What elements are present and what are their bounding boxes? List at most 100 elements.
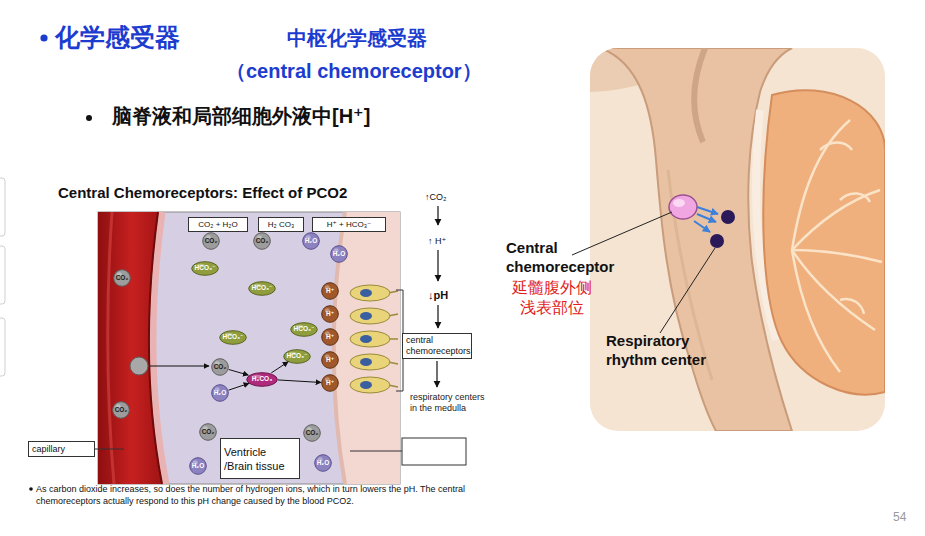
molecule-outline: [322, 329, 339, 346]
equation-box: CO₂ + H₂O: [188, 217, 248, 232]
folium: [792, 250, 840, 372]
flow-arrow: [436, 361, 437, 387]
molecule-outline: [249, 281, 276, 295]
equation-box: H₂ CO₃: [258, 217, 304, 232]
midbrain-fold: [694, 48, 705, 142]
box-label: CO₂ + H₂O: [198, 219, 237, 230]
molecule-outline: [114, 270, 131, 287]
co2-molecule: CO₂: [202, 232, 220, 250]
bicarbonate-ion: HCO₃⁻: [283, 349, 311, 364]
leader-line: [95, 449, 124, 450]
molecule-outline: [192, 261, 219, 275]
water-molecule: H₂O: [211, 384, 229, 402]
molecule-outline: [304, 425, 321, 442]
receptor-cell: [350, 308, 390, 324]
callout-label: Respiratory rhythm center: [606, 331, 731, 369]
molecule-outline: [322, 283, 339, 300]
bullet: [40, 34, 47, 41]
box-label: Ventricle /Brain tissue: [224, 445, 296, 473]
leader-line: [660, 248, 715, 333]
box-label: H⁺ + HCO₃⁻: [327, 219, 371, 230]
capillary-label-box: capillary: [28, 441, 95, 457]
brainstem-illustration: [590, 48, 885, 431]
location-note: 延髓腹外侧 浅表部位: [508, 278, 596, 318]
hydrogen-ion: H⁺: [321, 305, 339, 323]
molecule-label: CO₂: [116, 273, 129, 283]
respiratory-center-dot: [710, 234, 724, 248]
subtitle: （central chemoreceptor）: [226, 58, 482, 85]
flow-arrow: [437, 305, 438, 328]
molecule-label: H⁺: [326, 332, 334, 342]
flow-arrow: [437, 250, 438, 281]
molecule-outline: [203, 233, 220, 250]
molecule-outline: [113, 402, 130, 419]
molecule-label: CO₂: [205, 236, 218, 246]
bicarbonate-ion: HCO₃⁻: [248, 281, 276, 296]
water-molecule: H₂O: [189, 457, 207, 475]
page-number: 54: [893, 510, 906, 524]
capillary-vessel: [98, 212, 166, 484]
molecule-label: H⁺: [326, 286, 334, 296]
water-molecule: H₂O: [330, 245, 348, 263]
hydrogen-ion: H⁺: [321, 282, 339, 300]
molecule-label: HCO₃⁻: [223, 332, 244, 342]
box-label: capillary: [32, 443, 65, 455]
central-chemoreceptor-oval: [669, 195, 697, 219]
molecule-outline: [212, 359, 229, 376]
folium: [792, 120, 850, 250]
molecule-label: HCO₃⁻: [252, 283, 273, 293]
molecule-outline: [247, 372, 278, 386]
ventricle-label-box: Ventricle /Brain tissue: [220, 438, 300, 479]
molecule-outline: [303, 233, 320, 250]
molecule-label: H⁺: [326, 378, 334, 388]
molecule-outline: [331, 246, 348, 263]
folium: [820, 143, 870, 315]
molecule-label: CO₂: [214, 362, 227, 372]
flow-step: ↑CO₂: [425, 192, 447, 202]
side-tab: [0, 246, 5, 304]
molecule-outline: [200, 424, 217, 441]
bullet: [29, 487, 33, 491]
molecule-label: H₂O: [317, 458, 330, 468]
cerebellar-folia: [792, 120, 882, 372]
reaction-arrow: [229, 383, 249, 390]
receptor-cell: [350, 377, 390, 393]
bicarbonate-ion: HCO₃⁻: [191, 261, 219, 276]
flow-step: ↓pH: [428, 289, 448, 301]
figure-footnote: As carbon dioxide increases, so does the…: [36, 483, 481, 507]
flow-arrow: [437, 206, 438, 225]
side-tab: [0, 178, 5, 236]
co2-molecule: CO₂: [253, 232, 271, 250]
cell-nucleus: [360, 358, 372, 366]
molecule-label: H₂O: [214, 388, 227, 398]
vessel-wall: [149, 212, 162, 484]
molecule-label: CO₂: [256, 236, 269, 246]
molecule-outline: [220, 330, 247, 344]
box-label: H₂ CO₃: [268, 219, 294, 230]
signal-arrow: [694, 221, 710, 232]
slide-title: 化学感受器: [55, 21, 180, 54]
molecule-outline: [190, 458, 207, 475]
molecule-label: HCO₃⁻: [294, 324, 315, 334]
molecule-label: CO₂: [202, 427, 215, 437]
receptor-box: central chemoreceptors: [402, 333, 472, 359]
figure-title: Central Chemoreceptors: Effect of PCO2: [58, 184, 347, 201]
cell-nucleus: [360, 335, 372, 343]
signal-arrow: [697, 214, 716, 222]
co2-molecule: CO₂: [211, 358, 229, 376]
molecule-label: H₂O: [333, 249, 346, 259]
reaction-arrow: [271, 362, 288, 373]
receptor-cell: [350, 285, 390, 301]
co2-molecule: CO₂: [199, 423, 217, 441]
molecule-label: CO₂: [115, 405, 128, 415]
reaction-arrow: [278, 380, 321, 383]
molecule-label: HCO₃⁻: [195, 263, 216, 273]
flow-step: ↑ H⁺: [428, 236, 446, 246]
background: [590, 48, 885, 431]
cerebellum: [763, 90, 885, 394]
hydrogen-ion: H⁺: [321, 351, 339, 369]
molecule-outline: [212, 385, 229, 402]
